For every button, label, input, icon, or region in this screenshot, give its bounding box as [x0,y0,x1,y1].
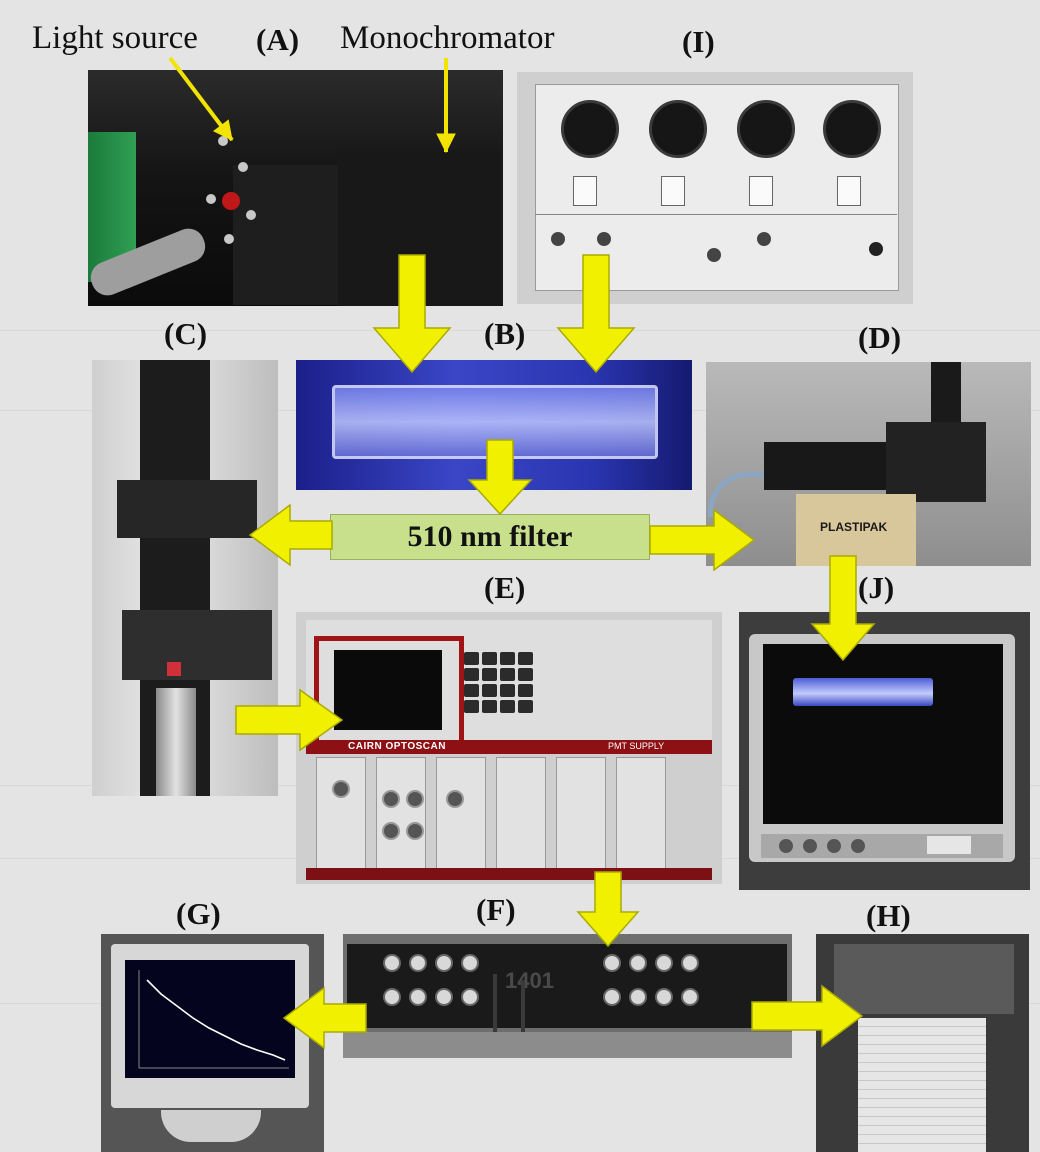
arrow-camera-to-monitor [812,556,874,660]
light-source-pointer-head [214,120,232,140]
arrow-monochromator-to-cell [374,255,450,372]
arrow-filter-to-microscope [250,505,332,565]
arrow-cell-to-filter [469,440,531,514]
arrow-filter-to-camera [650,510,754,570]
arrow-stimulator-to-cell [558,255,634,372]
monochromator-pointer-head [437,134,455,152]
arrow-interface-to-recorder [752,986,862,1046]
arrow-microscope-to-optoscan [236,690,342,750]
arrow-optoscan-to-interface [578,872,638,946]
arrow-interface-to-computer [284,988,366,1048]
